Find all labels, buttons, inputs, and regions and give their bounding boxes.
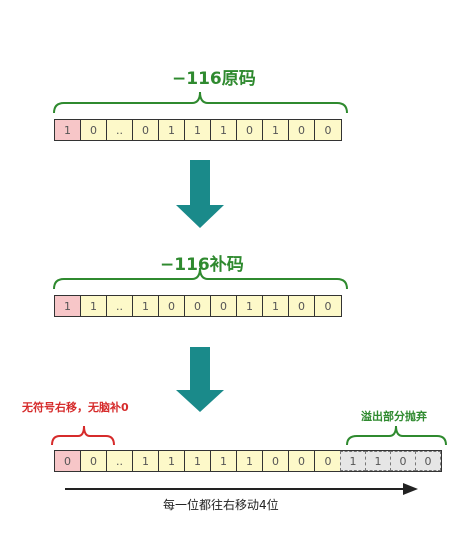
bit-cell: 1 <box>185 451 211 471</box>
bit-cell: 0 <box>133 120 159 140</box>
brace-discard <box>346 425 447 446</box>
bit-cell: 0 <box>315 451 341 471</box>
row1-title: −116原码 <box>172 69 256 89</box>
bit-cell: 1 <box>81 296 107 316</box>
shift-caption: 每一位都往右移动4位 <box>163 498 279 512</box>
bit-cell: 1 <box>159 120 185 140</box>
bit-cell: 1 <box>211 120 237 140</box>
bit-cell: 0 <box>159 296 185 316</box>
bit-cell: 0 <box>55 451 81 471</box>
bit-cell: .. <box>107 451 133 471</box>
bit-cell: 0 <box>185 296 211 316</box>
bit-cell: 1 <box>55 120 81 140</box>
bit-cell: 0 <box>315 296 341 316</box>
bit-cell: 0 <box>237 120 263 140</box>
brace-row1 <box>53 91 348 114</box>
down-arrow-2 <box>176 347 224 412</box>
bit-cell: 1 <box>159 451 185 471</box>
bit-cell: 0 <box>211 296 237 316</box>
down-arrow-1 <box>176 160 224 228</box>
bit-cell: 1 <box>263 296 289 316</box>
bit-cell: 1 <box>133 451 159 471</box>
bit-cell: 0 <box>289 296 315 316</box>
bit-cell: 1 <box>237 296 263 316</box>
bit-cell: 0 <box>81 120 107 140</box>
bit-cell: 1 <box>55 296 81 316</box>
bit-cell: 0 <box>289 451 315 471</box>
zero-fill-label: 无符号右移，无脑补0 <box>22 401 129 414</box>
bit-cell: 1 <box>185 120 211 140</box>
bit-cell: .. <box>107 120 133 140</box>
bit-cell: 1 <box>133 296 159 316</box>
overflow-discard-label: 溢出部分抛弃 <box>361 410 427 423</box>
bit-cell: 1 <box>263 120 289 140</box>
row2-title: −116补码 <box>160 255 244 275</box>
row3-bits: 0 0 .. 1 1 1 1 1 0 0 0 1 1 0 0 <box>54 450 442 472</box>
row2-bits: 1 1 .. 1 0 0 0 1 1 0 0 <box>54 295 342 317</box>
brace-zero-fill <box>51 425 115 446</box>
bit-cell: 1 <box>237 451 263 471</box>
bit-cell: 0 <box>81 451 107 471</box>
bit-cell: 0 <box>289 120 315 140</box>
bit-cell: 0 <box>263 451 289 471</box>
discarded-bit-cell: 0 <box>415 451 441 471</box>
bit-cell: .. <box>107 296 133 316</box>
bit-cell: 1 <box>211 451 237 471</box>
brace-row2 <box>53 267 348 290</box>
bit-cell: 0 <box>315 120 341 140</box>
shift-arrow-head <box>403 483 418 495</box>
row1-bits: 1 0 .. 0 1 1 1 0 1 0 0 <box>54 119 342 141</box>
